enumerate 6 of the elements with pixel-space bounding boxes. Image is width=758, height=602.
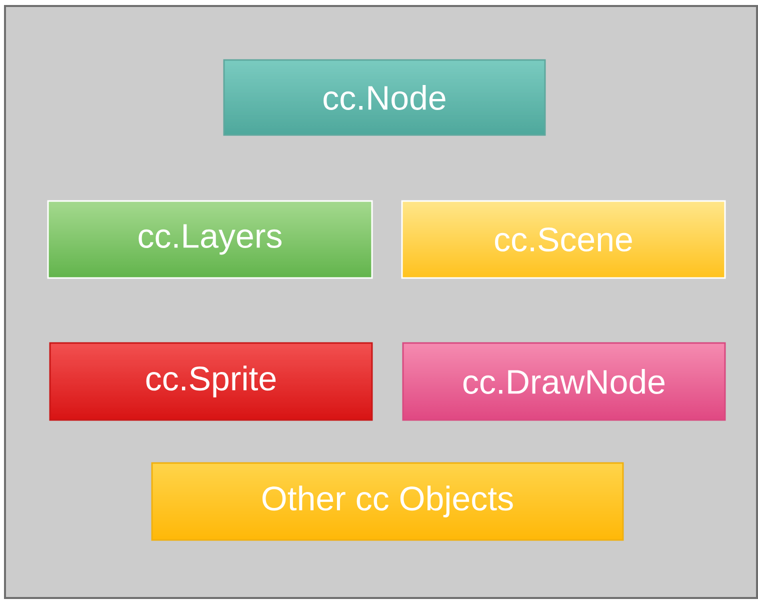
class-box: cc.Scene [401, 200, 726, 279]
class-box: cc.Node [223, 59, 546, 136]
class-box: cc.Sprite [49, 342, 373, 421]
class-box: cc.Layers [47, 200, 373, 279]
class-box: Other cc Objects [151, 462, 624, 541]
class-box: cc.DrawNode [402, 342, 726, 421]
